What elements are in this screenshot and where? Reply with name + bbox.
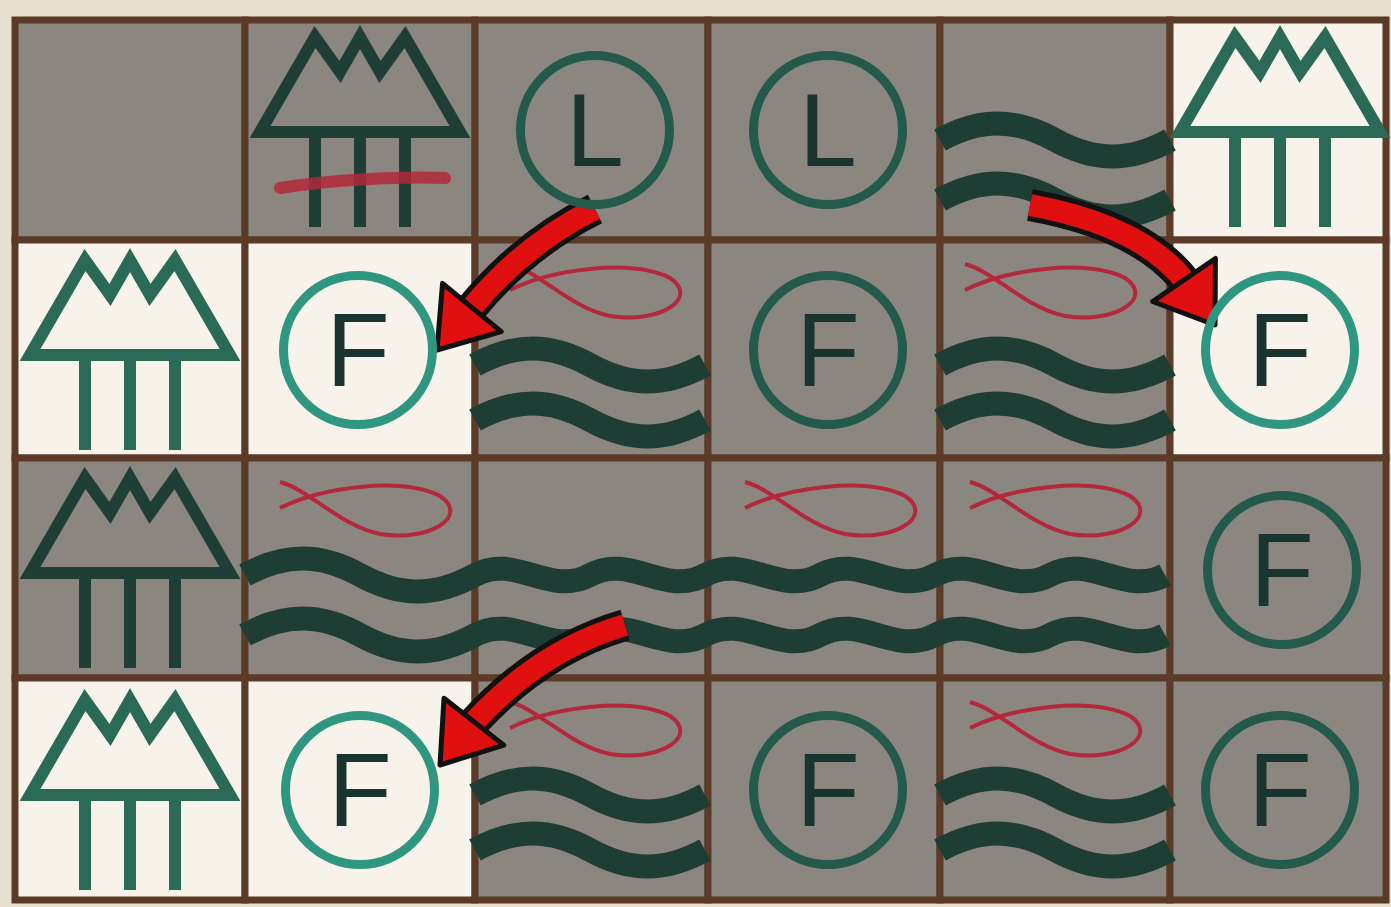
letter-circle: F	[279, 271, 437, 429]
circle-letter: L	[566, 78, 624, 182]
letter-circle: F	[749, 271, 907, 429]
letter-circle: F	[749, 711, 907, 869]
red-arrow	[437, 209, 595, 350]
letter-circle: F	[1201, 711, 1359, 869]
circle-letter: F	[328, 738, 392, 842]
circle-letter: F	[1248, 738, 1312, 842]
circle-letter: F	[326, 298, 390, 402]
circle-letter: F	[1250, 518, 1314, 622]
circle-letter: L	[799, 78, 857, 182]
letter-circle: L	[749, 51, 907, 209]
letter-circle: F	[1201, 271, 1359, 429]
letter-circle: F	[1203, 491, 1361, 649]
circle-letter: F	[796, 298, 860, 402]
letter-circle: L	[516, 51, 674, 209]
circle-letter: F	[796, 738, 860, 842]
circle-letter: F	[1248, 298, 1312, 402]
letter-circle: F	[281, 711, 439, 869]
